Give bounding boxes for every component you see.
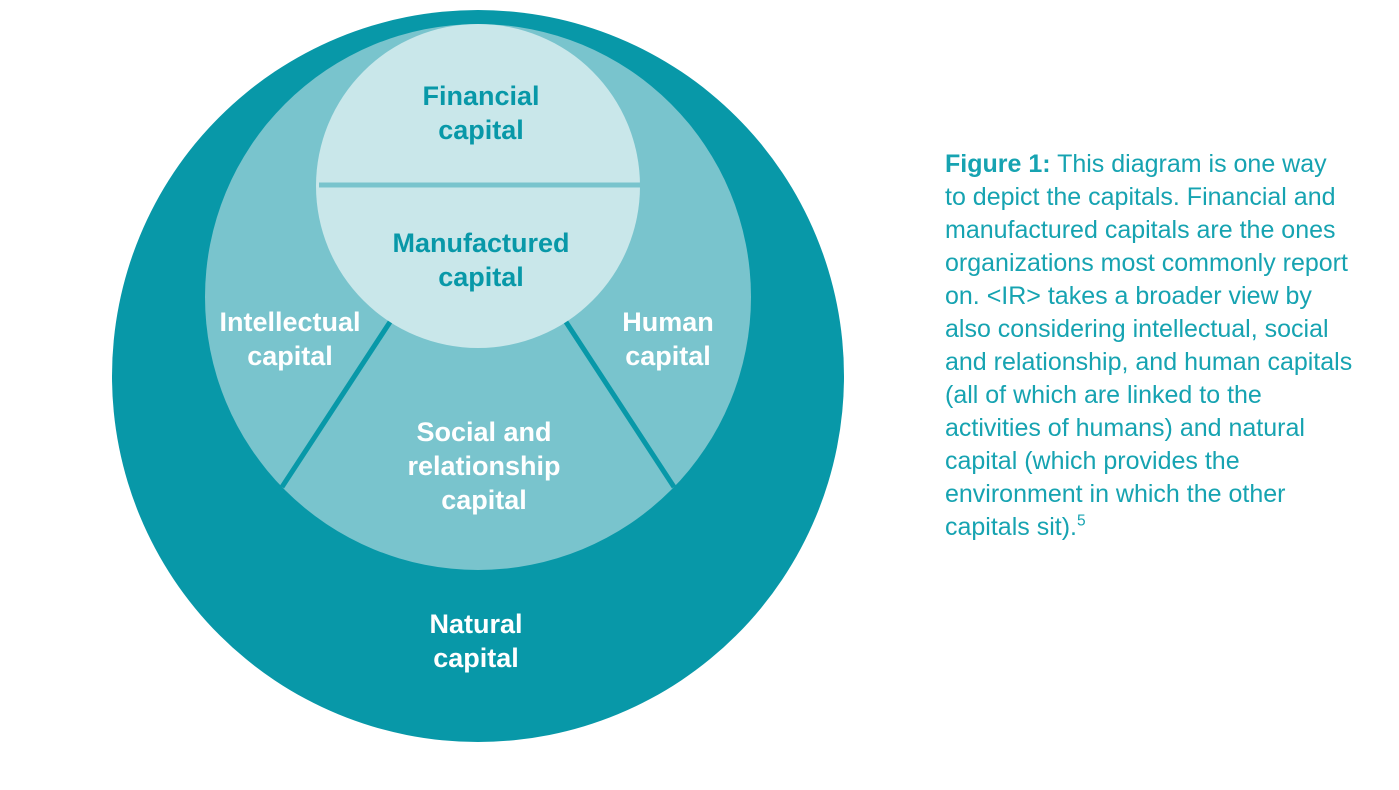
figure-caption-label: Figure 1: [945, 150, 1051, 178]
natural-capital-label: Natural capital [429, 609, 522, 673]
human-social-divider [563, 320, 677, 489]
financial-capital-label-line1: Financial [422, 81, 539, 111]
human-capital-label-line2: capital [625, 341, 711, 371]
manufactured-capital-label-line2: capital [438, 262, 524, 292]
intellectual-social-divider [279, 320, 393, 489]
natural-capital-label-line1: Natural [429, 609, 522, 639]
financial-capital-label-line2: capital [438, 115, 524, 145]
manufactured-capital-label-line1: Manufactured [392, 228, 569, 258]
human-capital-label-line1: Human [622, 307, 714, 337]
intellectual-capital-label-line1: Intellectual [219, 307, 360, 337]
human-capital-label: Human capital [622, 307, 714, 371]
figure-caption-footnote: 5 [1076, 512, 1086, 530]
figure-caption: Figure 1: This diagram is one way to dep… [945, 148, 1353, 544]
intellectual-capital-label-line2: capital [247, 341, 333, 371]
capitals-diagram: Financial capital Manufactured capital I… [112, 10, 844, 742]
social-relationship-capital-label: Social and relationship capital [407, 417, 560, 515]
social-relationship-capital-label-line2: relationship [407, 451, 560, 481]
figure-caption-body: This diagram is one way to depict the ca… [945, 150, 1353, 541]
financial-capital-label: Financial capital [422, 81, 539, 145]
social-relationship-capital-label-line1: Social and [416, 417, 551, 447]
natural-capital-label-line2: capital [433, 643, 519, 673]
intellectual-capital-label: Intellectual capital [219, 307, 360, 371]
manufactured-capital-label: Manufactured capital [392, 228, 569, 292]
social-relationship-capital-label-line3: capital [441, 485, 527, 515]
